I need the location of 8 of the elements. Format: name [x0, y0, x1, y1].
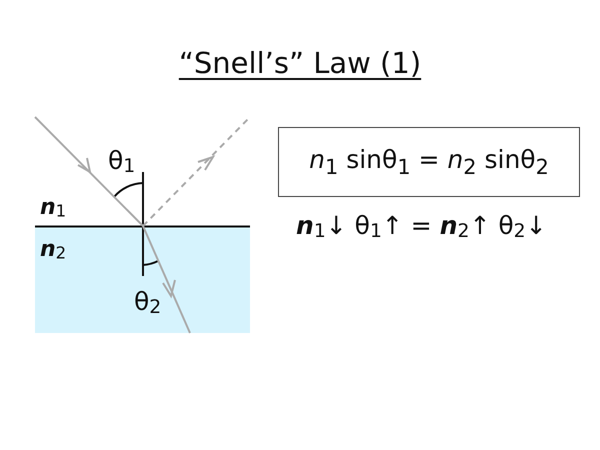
medium-label: n$_{2}$: [40, 238, 66, 263]
title: “Snell’s” Law (1): [178, 46, 422, 80]
equation: n$_{1}$ sinθ$_{1}$ = n$_{2}$ sinθ$_{2}$: [309, 145, 549, 179]
equation-box: [278, 127, 580, 197]
angle-label: θ$_{1}$: [108, 147, 136, 178]
angle-label: θ$_{2}$: [134, 288, 162, 318]
medium-label: n$_{1}$: [40, 196, 66, 221]
equation: n$_{1}$↓ θ$_{1}$↑ = n$_{2}$↑ θ$_{2}$↓: [296, 212, 547, 242]
